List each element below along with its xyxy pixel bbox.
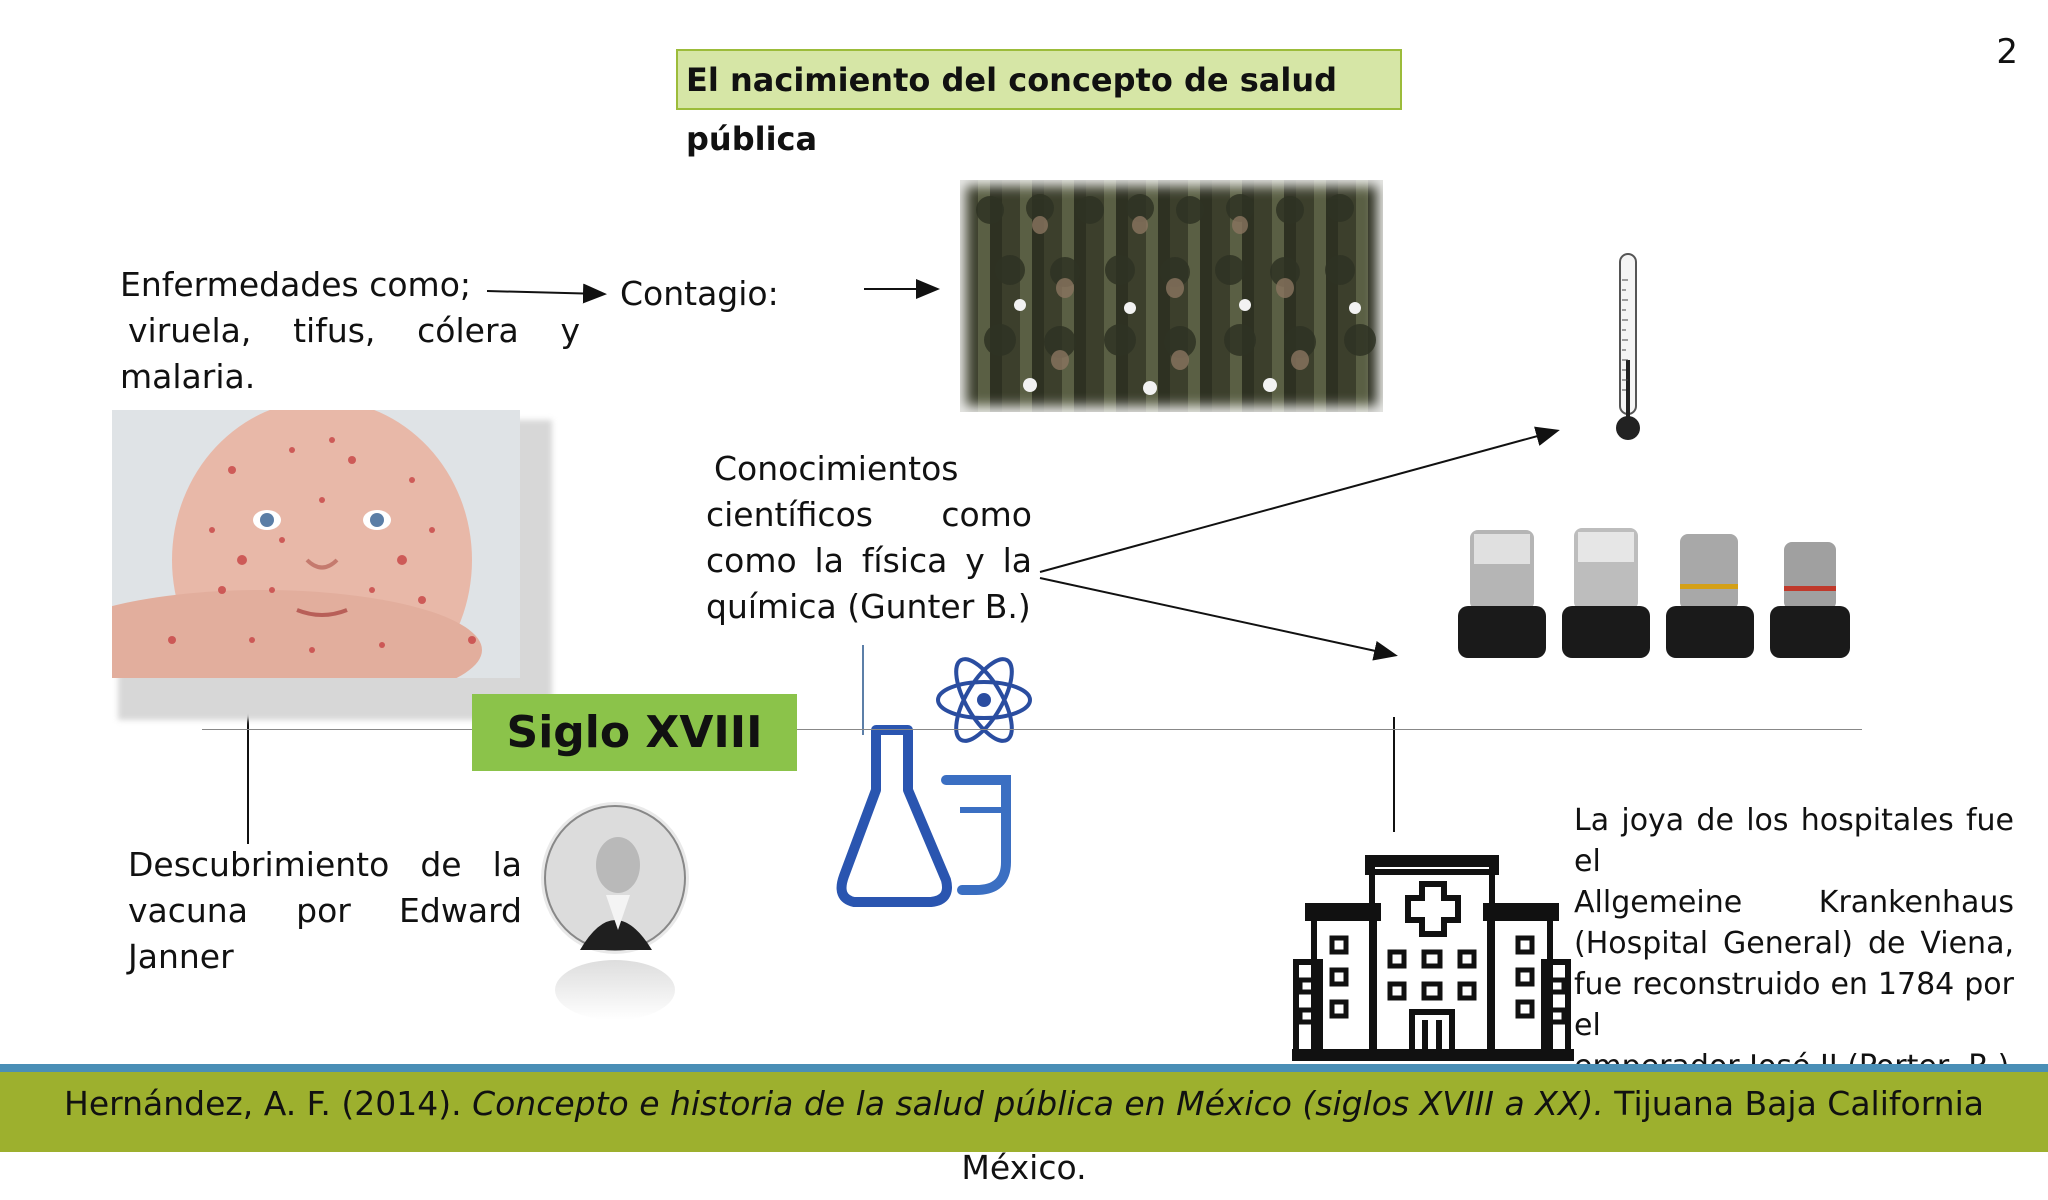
- page-number: 2: [1996, 32, 2018, 72]
- slide-title: El nacimiento del concepto de salud públ…: [676, 49, 1402, 158]
- conocimientos-line-2: científicos como: [706, 495, 1032, 534]
- hospital-line-1: La joya de los hospitales fue el: [1574, 803, 2014, 879]
- hospital-line-2: Allgemeine Krankenhaus: [1574, 885, 2014, 920]
- diagram-arrows: [247, 279, 1560, 844]
- footer-band: [0, 1072, 2048, 1152]
- hospital-text: La joya de los hospitales fue el Allgeme…: [1574, 800, 2014, 1087]
- diseases-line-2: viruela, tifus, cólera y: [128, 311, 580, 350]
- citation-author: Hernández, A. F. (2014).: [64, 1084, 473, 1123]
- vacuna-line-1: Descubrimiento de la: [128, 845, 522, 884]
- contagio-label: Contagio:: [620, 274, 779, 313]
- hospital-line-4: fue reconstruido en 1784 por el: [1574, 967, 2014, 1043]
- hospital-icon: [1292, 855, 1574, 1061]
- chemistry-icon: [836, 657, 1032, 907]
- footer-stripe: [0, 1064, 2048, 1074]
- century-label: Siglo XVIII: [472, 694, 797, 771]
- thermometer-icon: [1616, 253, 1640, 440]
- soldiers-photo: [960, 180, 1383, 412]
- edward-jenner-portrait: [541, 802, 689, 1020]
- citation-title: Concepto e historia de la salud pública …: [472, 1084, 1604, 1123]
- conocimientos-line-4: química (Gunter B.): [706, 587, 1031, 626]
- diseases-line-1: Enfermedades como;: [120, 265, 472, 304]
- microscope-objectives-photo: [1458, 528, 1850, 658]
- conocimientos-line-3: como la física y la: [706, 541, 1032, 580]
- arrow-to-thermometer: [1039, 426, 1560, 573]
- citation: Hernández, A. F. (2014). Concepto e hist…: [0, 1072, 2048, 1187]
- hospital-line-3: (Hospital General) de Viena,: [1574, 926, 2014, 961]
- baby-with-rash-photo: [112, 410, 520, 678]
- conocimientos-text: Conocimientos científicos como como la f…: [706, 446, 1032, 630]
- diseases-line-3: malaria.: [120, 357, 256, 396]
- arrow-to-microscope: [1039, 577, 1398, 661]
- conocimientos-line-1: Conocimientos: [714, 449, 959, 488]
- vacuna-line-3: Janner: [128, 937, 234, 976]
- diseases-text: Enfermedades como; viruela, tifus, cóler…: [120, 262, 580, 400]
- vacuna-line-2: vacuna por Edward: [128, 891, 522, 930]
- arrow-diseases-to-contagio: [486, 283, 607, 304]
- timeline-line: [202, 729, 1862, 730]
- vacuna-text: Descubrimiento de la vacuna por Edward J…: [128, 842, 522, 980]
